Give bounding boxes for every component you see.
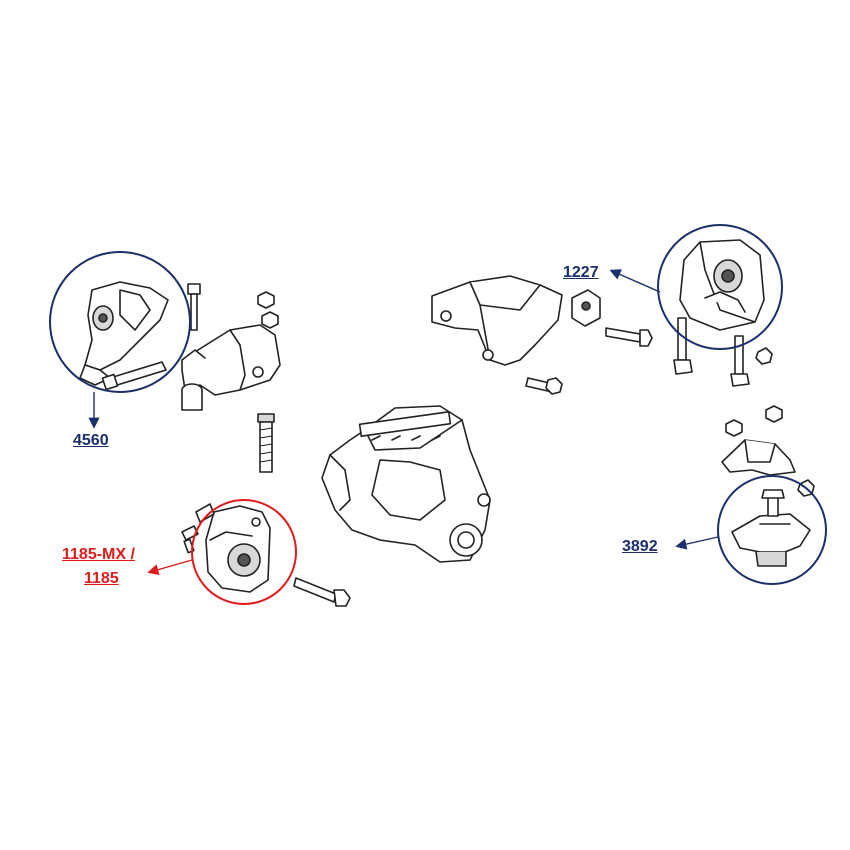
callout-arrow-1227 — [609, 269, 661, 293]
part-label-4560[interactable]: 4560 — [73, 432, 109, 449]
callout-arrow-3892 — [675, 536, 719, 550]
mount-1227-bracket — [431, 275, 653, 395]
part-label-1185-mx[interactable]: 1185-MX / — [62, 546, 135, 563]
callout-circle-1227 — [657, 224, 783, 350]
callout-circle-4560 — [49, 251, 191, 393]
mount-1185 — [181, 503, 351, 607]
mount-3892-assembly — [721, 405, 815, 567]
part-label-1185[interactable]: 1185 — [84, 570, 119, 587]
mount-4560-assembly — [79, 281, 281, 473]
callout-arrow-1185 — [147, 559, 193, 576]
callout-circle-3892 — [717, 475, 827, 585]
part-label-3892[interactable]: 3892 — [622, 538, 658, 555]
part-label-1227[interactable]: 1227 — [563, 264, 599, 281]
engine-block — [321, 405, 491, 563]
callout-circle-1185 — [191, 499, 297, 605]
mount-1227 — [673, 239, 773, 387]
